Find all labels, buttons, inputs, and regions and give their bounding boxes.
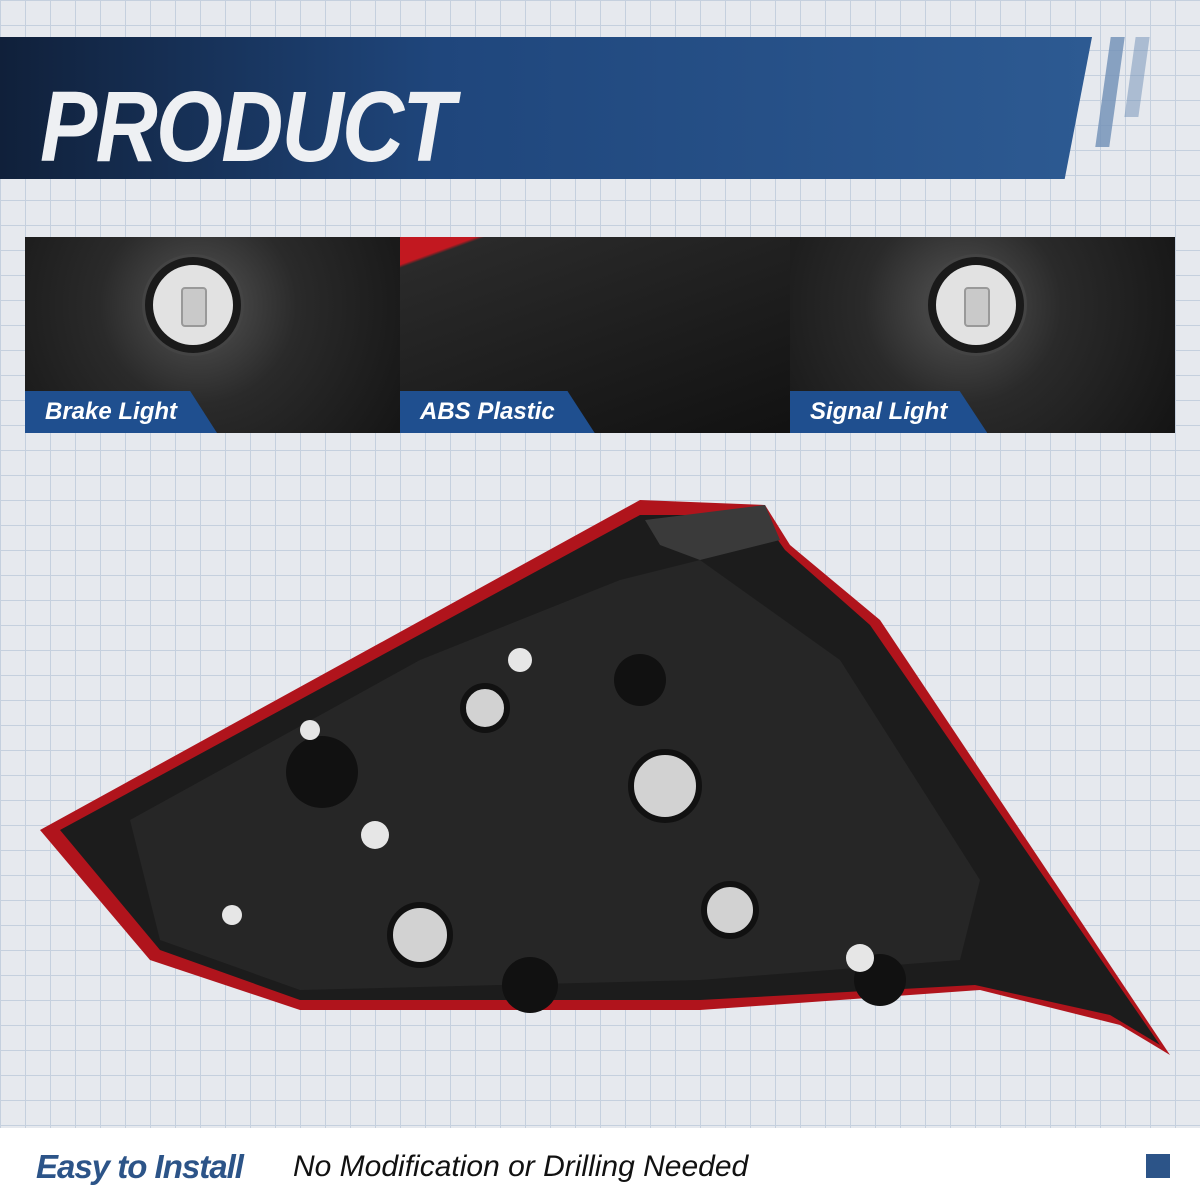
footer-bar: Easy to Install No Modification or Drill… — [0, 1128, 1200, 1200]
feature-label: Brake Light — [25, 391, 218, 433]
bulb-socket — [145, 257, 241, 353]
feature-photo-signal-light: Signal Light — [790, 237, 1175, 433]
bulb-socket — [928, 257, 1024, 353]
footer-highlight: Easy to Install — [36, 1148, 244, 1185]
feature-photo-brake-light: Brake Light — [25, 237, 410, 433]
brand-square-icon — [1146, 1154, 1170, 1178]
feature-label: ABS Plastic — [400, 391, 595, 433]
feature-photo-abs-plastic: ABS Plastic — [400, 237, 810, 433]
page-title: PRODUCT STRUCTURE — [40, 71, 557, 283]
footer-text: No Modification or Drilling Needed — [293, 1150, 749, 1183]
feature-label: Signal Light — [790, 391, 988, 433]
header-banner: PRODUCT STRUCTURE — [0, 37, 1092, 179]
